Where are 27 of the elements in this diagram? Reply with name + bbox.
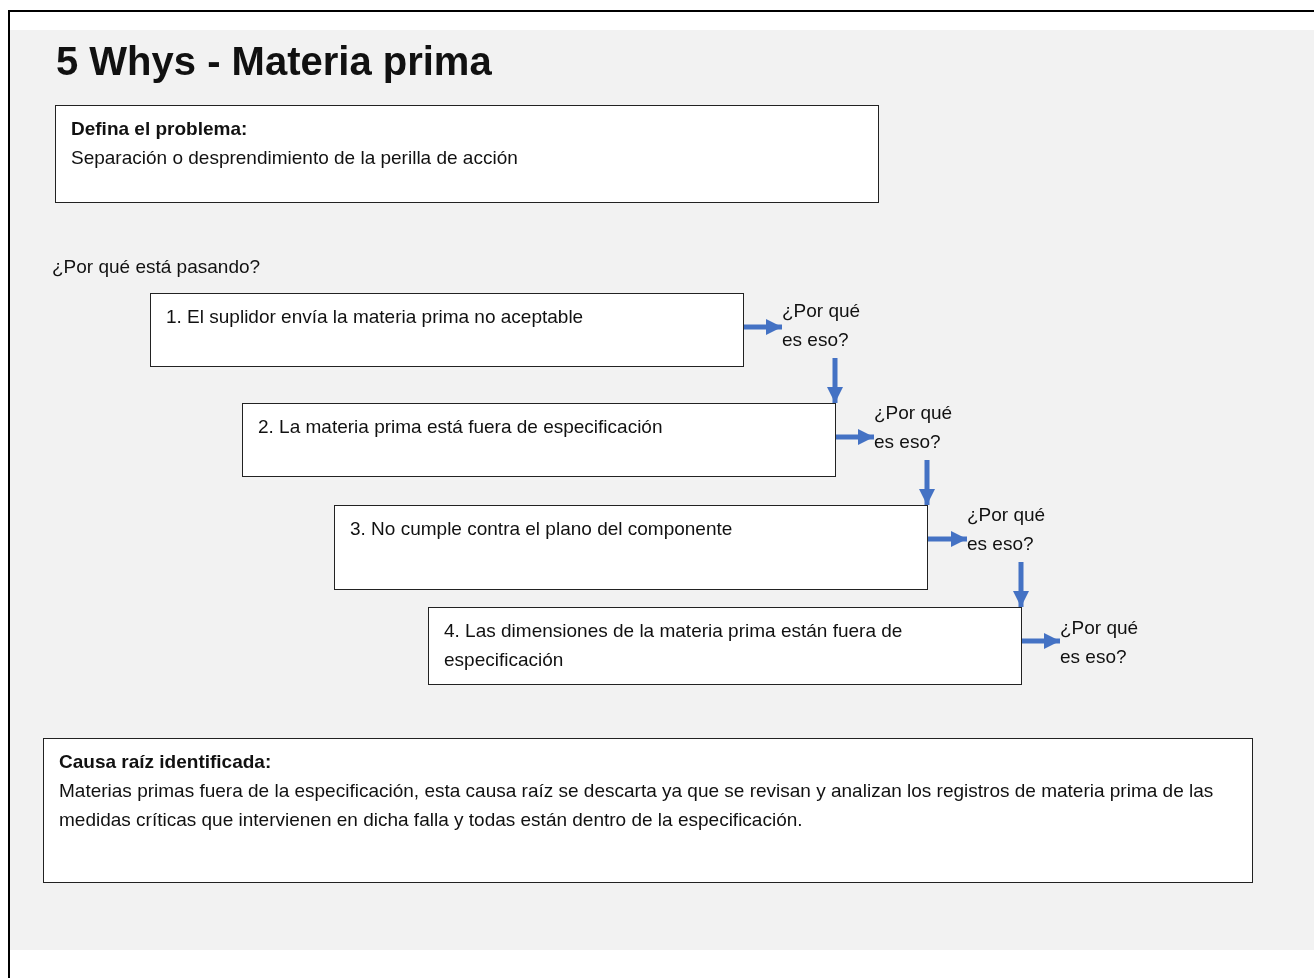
arrow [836, 429, 874, 445]
question-label: ¿Por qué está pasando? [52, 255, 261, 279]
why-box [242, 403, 836, 477]
node-text: ¿Por qué es eso? [967, 503, 1047, 556]
node-text: 4. Las dimensiones de la materia prima están fuera de especificación [444, 619, 904, 672]
why-box [428, 607, 1022, 685]
root-cause-box [43, 738, 1253, 883]
title: 5 Whys - Materia prima [56, 38, 492, 85]
heading: Defina el problema: [71, 117, 249, 141]
arrow [827, 358, 843, 403]
body-text: Separación o desprendimiento de la perilla de acción [71, 146, 519, 170]
heading: Causa raíz identificada: [59, 750, 273, 774]
node-text: 1. El suplidor envía la materia prima no aceptable [166, 305, 585, 329]
node-text: 2. La materia prima está fuera de especificación [258, 415, 664, 439]
arrow [744, 319, 782, 335]
node-text: ¿Por qué es eso? [874, 401, 954, 454]
why-box [334, 505, 928, 590]
arrow [928, 531, 967, 547]
node-text: 3. No cumple contra el plano del componente [350, 517, 734, 541]
problem-box [55, 105, 879, 203]
arrow [1013, 562, 1029, 607]
arrow [919, 460, 935, 505]
arrow [1022, 633, 1060, 649]
why-box [150, 293, 744, 367]
body-text: Materias primas fuera de la especificación, esta causa raíz se descarta ya que se revisan y analizan los registros de materia prima de las medidas críticas que intervienen en dicha falla y todas están dentro de la especificación. [59, 779, 1215, 832]
node-text: ¿Por qué es eso? [1060, 616, 1140, 669]
node-text: ¿Por qué es eso? [782, 299, 862, 352]
